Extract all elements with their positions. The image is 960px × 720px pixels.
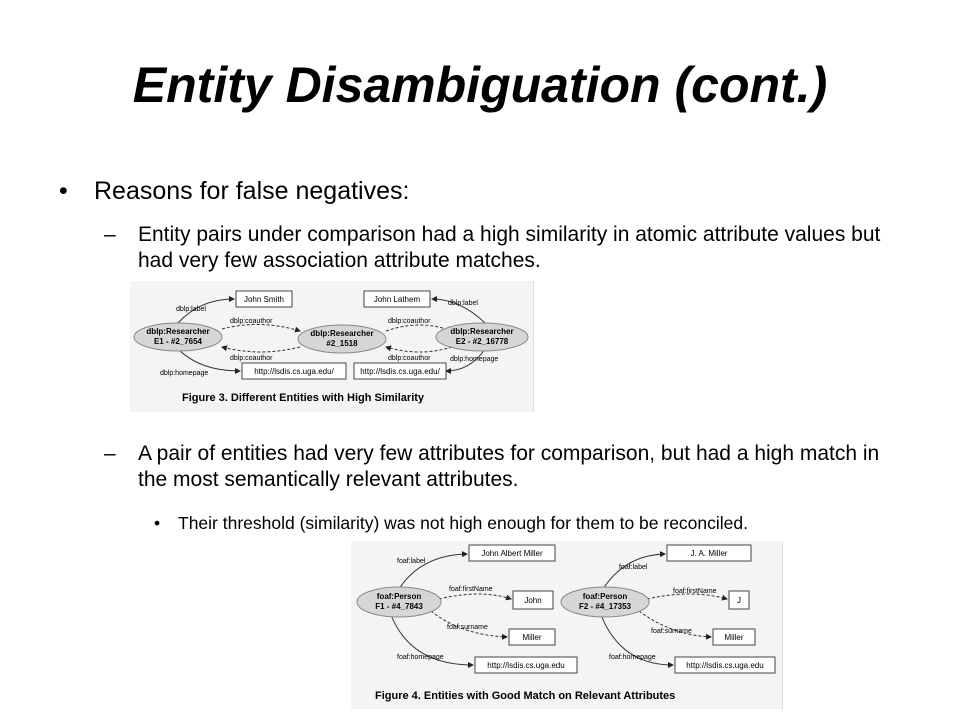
fig4-edge-surname-left: foaf:surname — [447, 624, 488, 631]
figure-4-graph: foaf:Person F1 - #4_7843 foaf:Person F2 … — [356, 544, 776, 702]
fig3-node-left-id: E1 - #2_7654 — [154, 337, 203, 346]
fig4-box-surname-right: Miller — [724, 633, 743, 642]
fig3-edge-homepage-right: dblp:homepage — [450, 356, 498, 363]
sub-bullet-threshold: • Their threshold (similarity) was not h… — [154, 512, 854, 535]
dash-item-2: – A pair of entities had very few attrib… — [104, 441, 894, 494]
fig3-edge-homepage-left: dblp:homepage — [160, 370, 208, 377]
sub-bullet-text: Their threshold (similarity) was not hig… — [178, 513, 748, 533]
fig3-box-url-right: http://lsdis.cs.uga.edu/ — [360, 367, 440, 376]
fig3-edge-coauthor-1: dblp:coauthor — [230, 318, 273, 325]
fig3-box-label-right: John Lathem — [374, 295, 421, 304]
fig4-edge-label-left: foaf:label — [397, 558, 426, 565]
bullet-text: Reasons for false negatives: — [94, 177, 410, 205]
fig4-box-url-left: http://lsdis.cs.uga.edu — [487, 661, 564, 670]
fig4-box-first-right: J — [737, 596, 741, 605]
bullet-mark: • — [59, 177, 68, 205]
fig3-caption: Figure 3. Different Entities with High S… — [182, 392, 425, 404]
fig4-box-label-right: J. A. Miller — [691, 549, 728, 558]
fig3-edge-label-left: dblp:label — [176, 306, 206, 313]
fig4-caption: Figure 4. Entities with Good Match on Re… — [375, 690, 675, 702]
fig4-box-url-right: http://lsdis.cs.uga.edu — [686, 661, 763, 670]
fig4-node-left-id: F1 - #4_7843 — [375, 602, 423, 611]
dash-mark: – — [104, 223, 116, 246]
fig3-node-right-type: dblp:Researcher — [450, 327, 513, 336]
figure-3-graph: dblp:Researcher E1 - #2_7654 dblp:Resear… — [133, 290, 529, 404]
fig4-edge-homepage-left: foaf:homepage — [397, 654, 444, 661]
dash-mark: – — [104, 442, 116, 465]
dash-item-1: – Entity pairs under comparison had a hi… — [104, 222, 894, 275]
fig4-node-left-type: foaf:Person — [377, 592, 422, 601]
fig4-edge-label-right: foaf:label — [619, 564, 648, 571]
fig4-box-label-left: John Albert Miller — [481, 549, 543, 558]
bullet-reasons: • Reasons for false negatives: — [59, 177, 409, 206]
fig4-node-right-id: F2 - #4_17353 — [579, 602, 632, 611]
fig4-edge-homepage-right: foaf:homepage — [609, 654, 656, 661]
sub-bullet-mark: • — [154, 513, 161, 533]
fig3-box-label-left: John Smith — [244, 295, 284, 304]
slide-title: Entity Disambiguation (cont.) — [132, 57, 828, 113]
fig4-edge-firstname-right: foaf:firstName — [673, 588, 717, 595]
fig4-box-first-left: John — [524, 596, 541, 605]
fig4-edge-firstname-left: foaf:firstName — [449, 586, 493, 593]
fig3-edge-coauthor-2: dblp:coauthor — [230, 355, 273, 362]
figure-4: foaf:Person F1 - #4_7843 foaf:Person F2 … — [351, 541, 783, 709]
fig3-edge-coauthor-3: dblp:coauthor — [388, 318, 431, 325]
dash-text-2: A pair of entities had very few attribut… — [138, 442, 880, 492]
fig3-edge-coauthor-4: dblp:coauthor — [388, 355, 431, 362]
fig3-box-url-left: http://lsdis.cs.uga.edu/ — [254, 367, 334, 376]
figure-3: dblp:Researcher E1 - #2_7654 dblp:Resear… — [130, 281, 534, 412]
fig3-node-right-id: E2 - #2_16778 — [456, 337, 509, 346]
fig3-node-left-type: dblp:Researcher — [146, 327, 209, 336]
fig4-node-right-type: foaf:Person — [583, 592, 628, 601]
dash-text-1: Entity pairs under comparison had a high… — [138, 223, 881, 273]
fig3-edge-label-right: dblp:label — [448, 300, 478, 307]
fig4-box-surname-left: Miller — [522, 633, 541, 642]
fig4-edge-surname-right: foaf:surname — [651, 628, 692, 635]
fig3-node-mid-id: #2_1518 — [326, 339, 358, 348]
fig3-node-mid-type: dblp:Researcher — [310, 329, 373, 338]
